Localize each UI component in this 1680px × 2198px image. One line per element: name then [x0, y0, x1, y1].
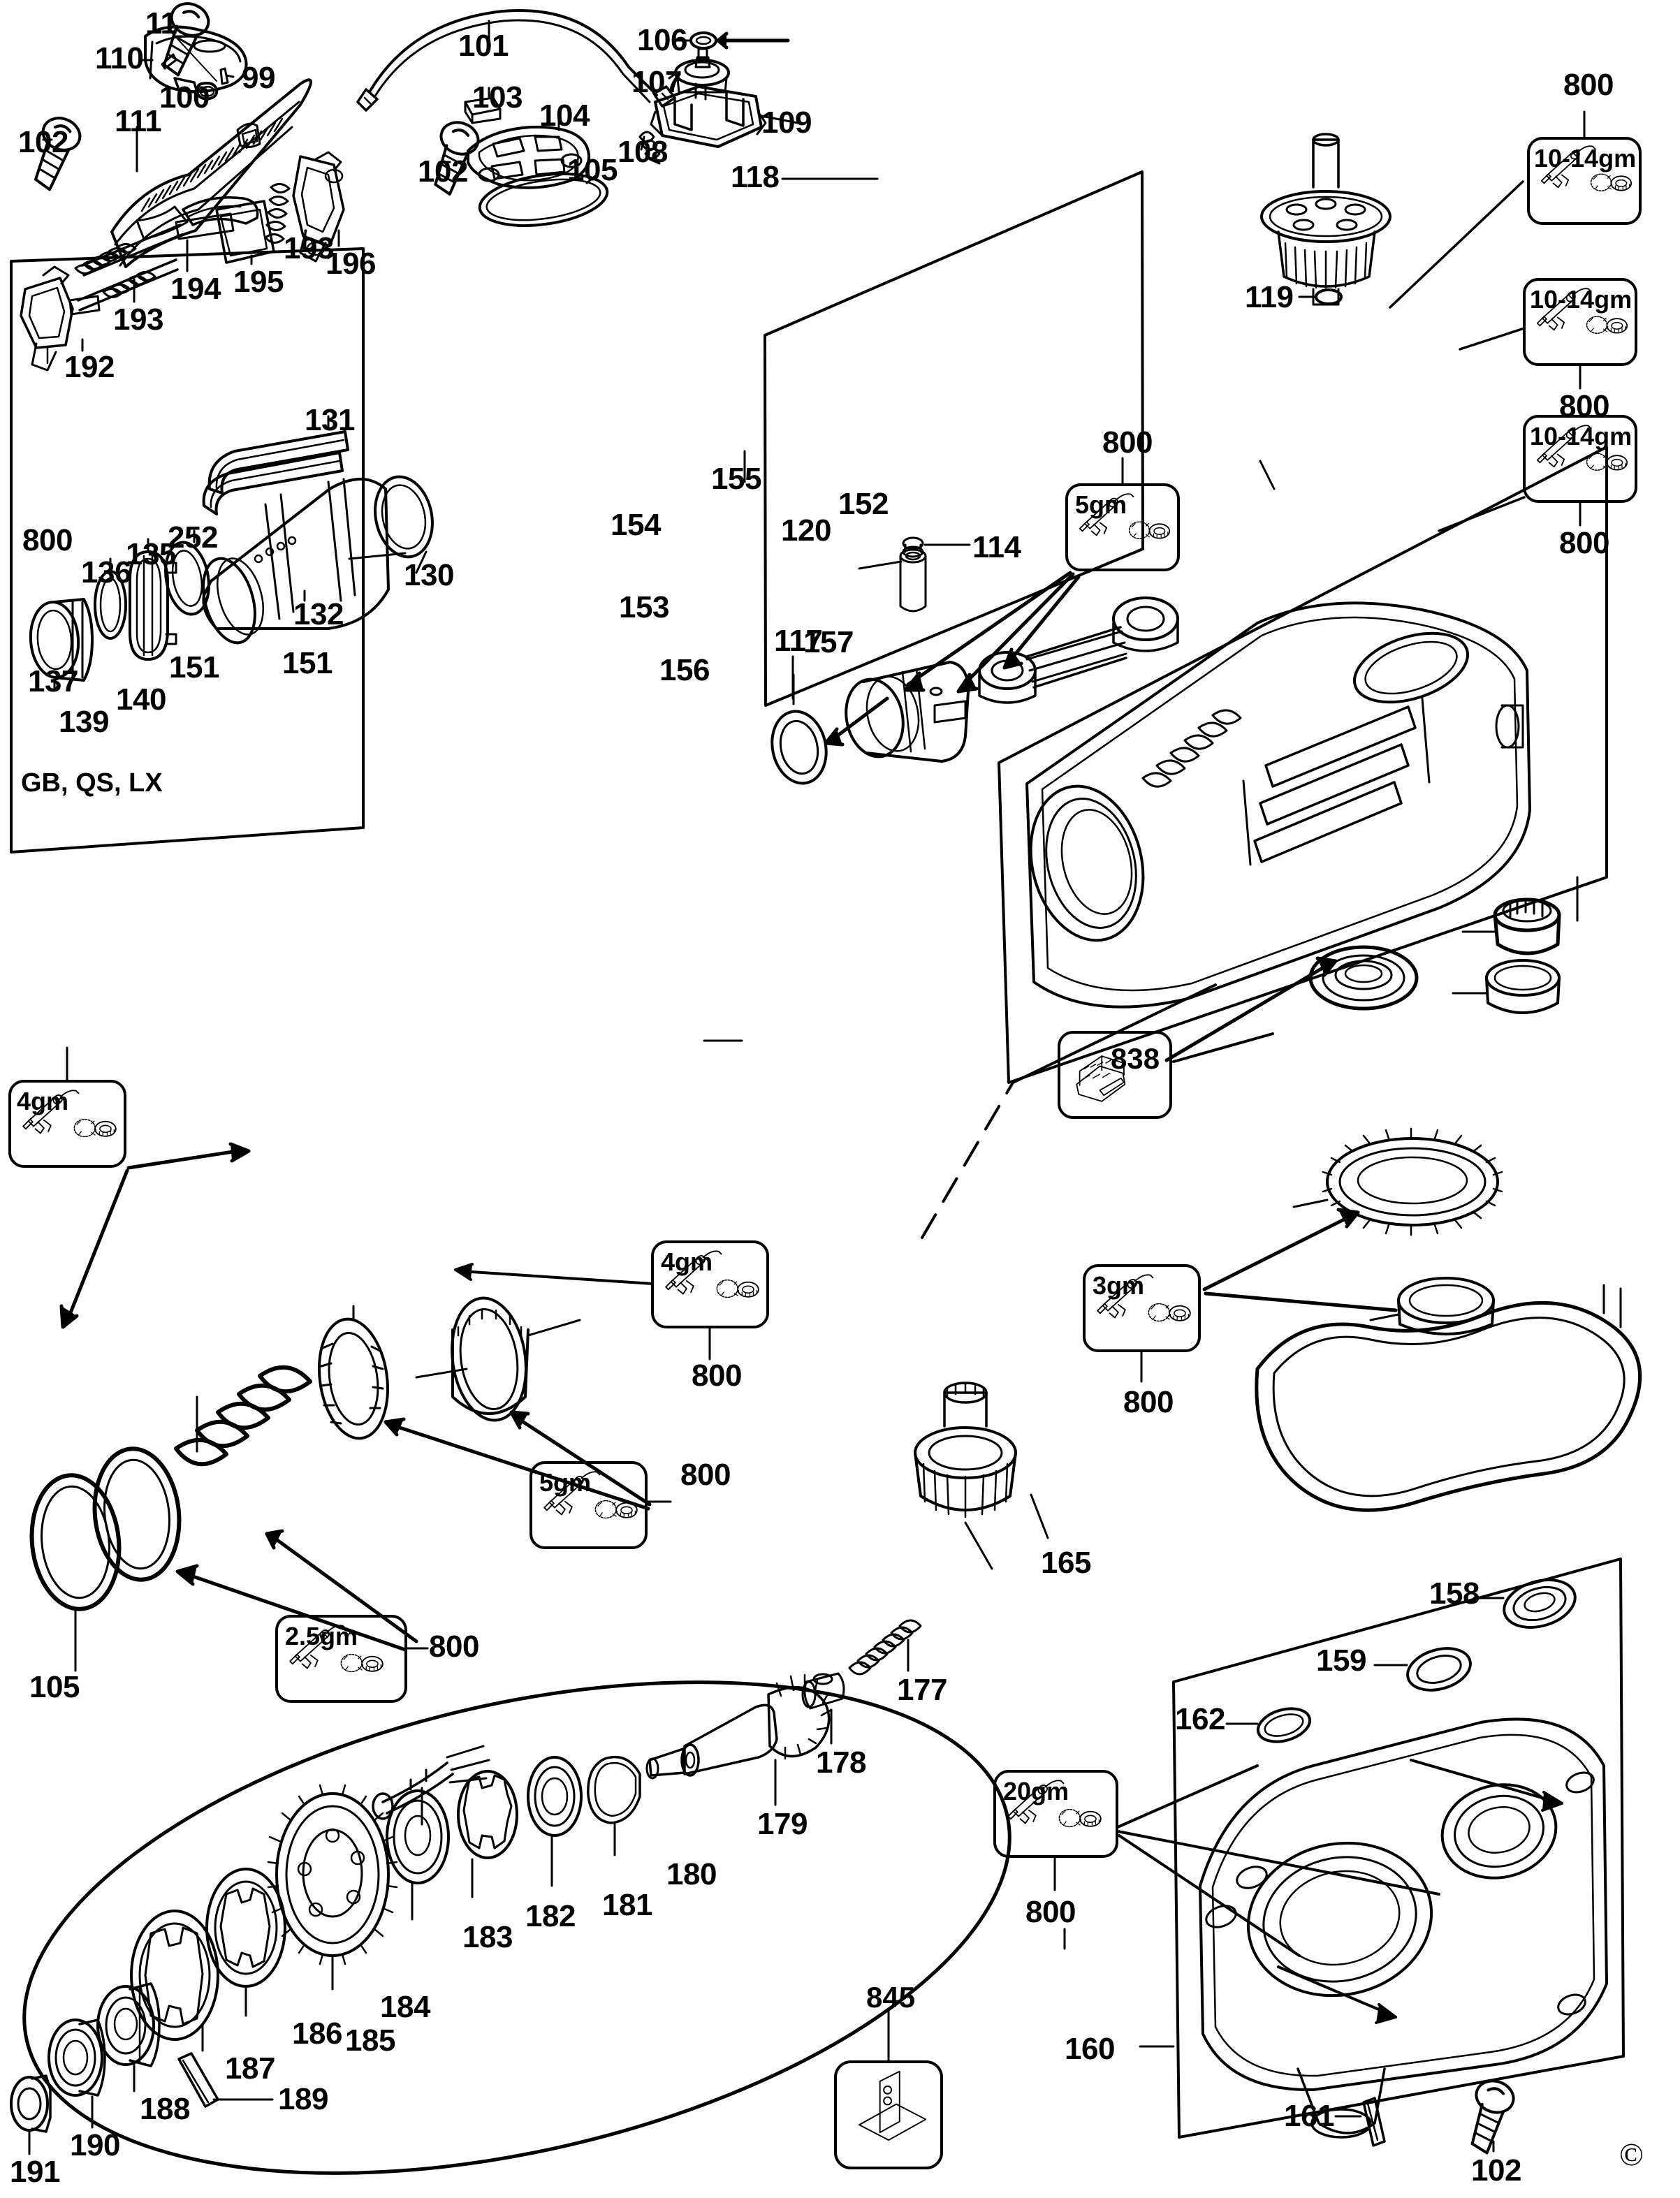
callout-800-e: 800 — [22, 523, 73, 557]
callout-102-bottom: 102 — [1471, 2153, 1521, 2188]
callout-800-c: 800 — [1559, 526, 1609, 560]
callout-152: 152 — [838, 487, 889, 521]
callout-194: 194 — [170, 272, 221, 306]
callout-109: 109 — [761, 105, 812, 140]
callout-183: 183 — [462, 1920, 513, 1954]
callout-191: 191 — [10, 2155, 60, 2189]
callout-140: 140 — [116, 682, 166, 717]
callout-132: 132 — [293, 597, 344, 631]
callout-154: 154 — [611, 508, 661, 542]
callout-137: 137 — [28, 664, 78, 698]
callout-161: 161 — [1284, 2099, 1334, 2133]
copyright-symbol: © — [1619, 2137, 1644, 2172]
callout-151-right: 151 — [282, 646, 333, 680]
callout-130: 130 — [404, 558, 454, 592]
callout-800-d: 800 — [1102, 425, 1153, 460]
callout-135: 135 — [126, 537, 176, 571]
callout-165: 165 — [1041, 1546, 1091, 1580]
callout-190: 190 — [70, 2128, 120, 2162]
lube-label-2: 10-14gm — [1530, 285, 1632, 314]
callout-108: 108 — [618, 135, 668, 169]
callout-119: 119 — [1245, 280, 1294, 314]
lube-label-8: 2.5gm — [285, 1622, 358, 1650]
callout-114: 114 — [972, 530, 1021, 564]
callout-105-top: 105 — [567, 153, 618, 187]
lube-label-6: 4gm — [661, 1247, 713, 1276]
callout-800-b: 800 — [1559, 389, 1609, 423]
callout-838: 838 — [1111, 1042, 1160, 1075]
callout-11: 11 — [145, 6, 177, 41]
callout-158: 158 — [1429, 1576, 1480, 1611]
callout-184: 184 — [380, 1990, 430, 2024]
callout-179: 179 — [757, 1807, 808, 1841]
callout-104: 104 — [539, 98, 590, 133]
lube-label-4: 5gm — [1075, 490, 1127, 519]
callout-117: 117 — [774, 624, 823, 658]
callout-192: 192 — [64, 350, 115, 384]
callout-195: 195 — [233, 265, 284, 299]
callout-800-a: 800 — [1563, 68, 1614, 102]
callout-100: 100 — [159, 80, 210, 115]
callout-102-center: 102 — [418, 154, 468, 189]
lube-label-9: 3gm — [1093, 1271, 1145, 1300]
callout-105-lower: 105 — [29, 1670, 80, 1704]
callout-160: 160 — [1065, 2032, 1115, 2066]
lube-label-7: 5gm — [539, 1468, 592, 1497]
callout-178: 178 — [816, 1745, 866, 1780]
callout-99: 99 — [242, 61, 275, 95]
callout-131: 131 — [305, 403, 355, 437]
callout-186: 186 — [292, 2016, 342, 2051]
callout-800-g: 800 — [680, 1458, 731, 1492]
callout-110: 110 — [95, 41, 144, 75]
callout-180: 180 — [666, 1857, 717, 1891]
callout-181: 181 — [602, 1888, 652, 1922]
callout-136: 136 — [81, 555, 131, 589]
callout-102-top-left: 102 — [18, 125, 68, 159]
callout-845: 845 — [866, 1981, 916, 2014]
callout-162: 162 — [1175, 1702, 1225, 1736]
callout-159: 159 — [1316, 1643, 1366, 1678]
lube-label-3: 10-14gm — [1530, 422, 1632, 450]
callout-139: 139 — [59, 705, 109, 739]
callout-189: 189 — [278, 2082, 328, 2116]
callout-177: 177 — [897, 1673, 947, 1707]
callout-155: 155 — [711, 462, 761, 496]
callout-800-h: 800 — [429, 1629, 479, 1664]
callout-156: 156 — [659, 653, 710, 687]
callout-153: 153 — [619, 590, 669, 624]
callout-111: 111 — [115, 104, 162, 138]
callout-182: 182 — [525, 1899, 576, 1933]
lube-label-5: 4gm — [17, 1087, 69, 1115]
callout-252: 252 — [168, 520, 218, 555]
callout-193-lower: 193 — [113, 302, 163, 337]
callout-151-left: 151 — [169, 650, 219, 684]
callout-196: 196 — [326, 247, 376, 281]
callout-103: 103 — [472, 80, 523, 115]
callout-187: 187 — [225, 2051, 275, 2086]
lube-label-10: 20gm — [1003, 1777, 1069, 1805]
callout-193-upper: 193 — [284, 231, 334, 265]
callout-185: 185 — [345, 2023, 395, 2058]
callout-101: 101 — [458, 29, 509, 63]
callout-107: 107 — [631, 65, 682, 99]
callout-800-f: 800 — [1123, 1385, 1174, 1419]
callout-800-j: 800 — [1025, 1895, 1076, 1929]
callout-118: 118 — [731, 160, 780, 194]
callout-106: 106 — [637, 23, 687, 57]
lube-label-1: 10-14gm — [1534, 144, 1637, 173]
callout-120: 120 — [781, 513, 831, 548]
callout-188: 188 — [140, 2092, 190, 2126]
callout-157: 157 — [803, 625, 854, 659]
callout-800-i: 800 — [692, 1358, 742, 1393]
variant-note: GB, QS, LX — [21, 768, 163, 798]
